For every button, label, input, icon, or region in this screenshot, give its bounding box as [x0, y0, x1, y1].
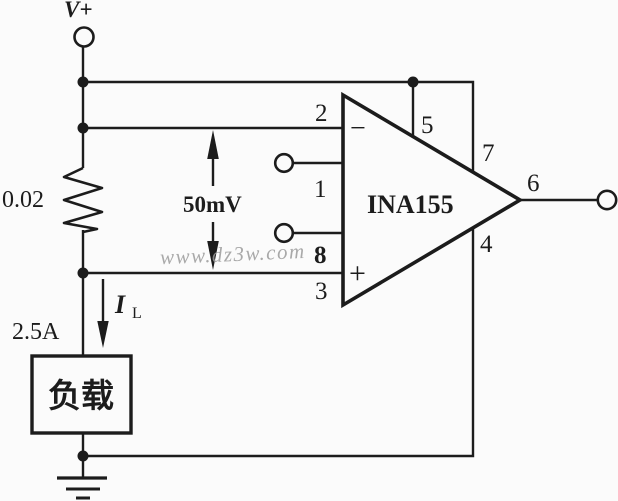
load-label: 负载: [48, 378, 114, 415]
top-rail-wire: [83, 80, 475, 172]
junction-dot: [77, 450, 89, 462]
pin8-terminal-icon: [273, 222, 295, 244]
junction-dot: [77, 267, 89, 279]
load-current-value: 2.5A: [12, 319, 60, 345]
ic-label: INA155: [367, 190, 454, 219]
supply-terminal-icon: [73, 26, 95, 48]
pin6-label: 6: [527, 170, 540, 197]
ground-rail-wire: [83, 228, 475, 458]
junction-dot: [77, 76, 89, 88]
shunt-resistor: [62, 166, 104, 234]
sense-arrow-down-icon: [207, 222, 219, 270]
supply-label: V+: [64, 0, 92, 22]
shunt-value-label: 0.02: [2, 187, 44, 213]
load-box: [30, 354, 133, 435]
pin1-label: 1: [314, 176, 327, 203]
junction-dot: [407, 76, 419, 88]
pin4-label: 4: [480, 231, 493, 258]
pin1-terminal-icon: [273, 152, 295, 174]
load-current-arrow-icon: [97, 279, 109, 348]
inverting-sign: −: [350, 113, 366, 144]
pin5-label: 5: [421, 112, 434, 139]
sense-voltage-label: 50mV: [183, 192, 242, 217]
opamp-triangle: [341, 91, 524, 309]
output-terminal-icon: [596, 189, 618, 211]
sense-arrow-up-icon: [207, 130, 219, 186]
watermark-text: www.dz3w.com: [160, 239, 306, 269]
ground-symbol-icon: [57, 476, 107, 500]
noninverting-sign: +: [349, 257, 366, 290]
pin2-label: 2: [315, 100, 328, 127]
pin8-label: 8: [314, 242, 327, 269]
pin3-label: 3: [315, 278, 328, 305]
load-current-subscript: L: [132, 305, 142, 322]
junction-dot: [77, 122, 89, 134]
pin7-label: 7: [482, 140, 495, 167]
load-current-symbol: I: [114, 290, 126, 319]
